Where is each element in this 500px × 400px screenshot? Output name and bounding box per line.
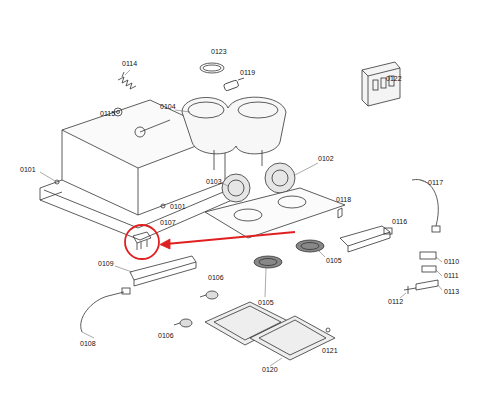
callout-number: 0102 (318, 155, 334, 163)
switch-part (422, 266, 436, 272)
switch-part (362, 62, 400, 106)
callout-number: 0115 (100, 110, 115, 118)
highlight-arrow (160, 239, 170, 249)
callout-number: 0117 (428, 179, 443, 187)
callout-number: 0105 (258, 299, 274, 307)
charcoal-filter-part (254, 240, 324, 268)
spring-part (118, 72, 136, 89)
callout-number: 0113 (444, 288, 459, 296)
callout-number: 0123 (211, 48, 227, 56)
callout-number: 0122 (386, 75, 402, 83)
fan-housing-part (182, 97, 286, 170)
bracket-part (133, 232, 151, 250)
callout-number: 0106 (158, 332, 174, 340)
callout-number: 0103 (206, 178, 222, 186)
callout-number: 0109 (98, 260, 114, 268)
ring-part (203, 65, 221, 71)
cable-part (122, 288, 130, 294)
light-strip-part (384, 228, 392, 234)
grease-filter-part (205, 302, 335, 360)
screw-part (326, 328, 330, 332)
light-cover-part (130, 256, 196, 286)
callout-number: 0101 (170, 203, 186, 211)
callout-number: 0107 (160, 219, 176, 227)
callout-number: 0101 (20, 166, 36, 174)
connector-part (223, 78, 244, 91)
switch-part (420, 252, 436, 259)
callout-number: 0114 (122, 60, 137, 68)
callout-number: 0105 (326, 257, 342, 265)
callout-number: 0116 (392, 218, 407, 226)
callout-number: 0106 (208, 274, 224, 282)
cable-part (81, 292, 124, 332)
leader-line (40, 70, 442, 366)
callout-number: 0110 (444, 258, 459, 266)
callout-number: 0120 (262, 366, 278, 374)
callout-number: 0119 (240, 69, 255, 77)
cable-part (412, 179, 438, 226)
callout-number: 0104 (160, 103, 176, 111)
pin-part (404, 286, 416, 294)
callout-number: 0108 (80, 340, 96, 348)
callout-number: 0112 (388, 298, 403, 306)
mounting-plate-part (205, 188, 345, 238)
callout-number: 0121 (322, 347, 338, 355)
knob-part (117, 111, 120, 114)
highlight-circle (125, 225, 159, 259)
switch-part (416, 280, 438, 290)
cable-part (432, 226, 440, 232)
highlight-arrow (166, 232, 295, 244)
callout-number: 0111 (444, 272, 459, 280)
screw-part (338, 208, 342, 218)
ring-part (200, 63, 224, 73)
light-strip-part (340, 226, 390, 252)
knob-part (114, 108, 122, 116)
callout-number: 0118 (336, 196, 351, 204)
